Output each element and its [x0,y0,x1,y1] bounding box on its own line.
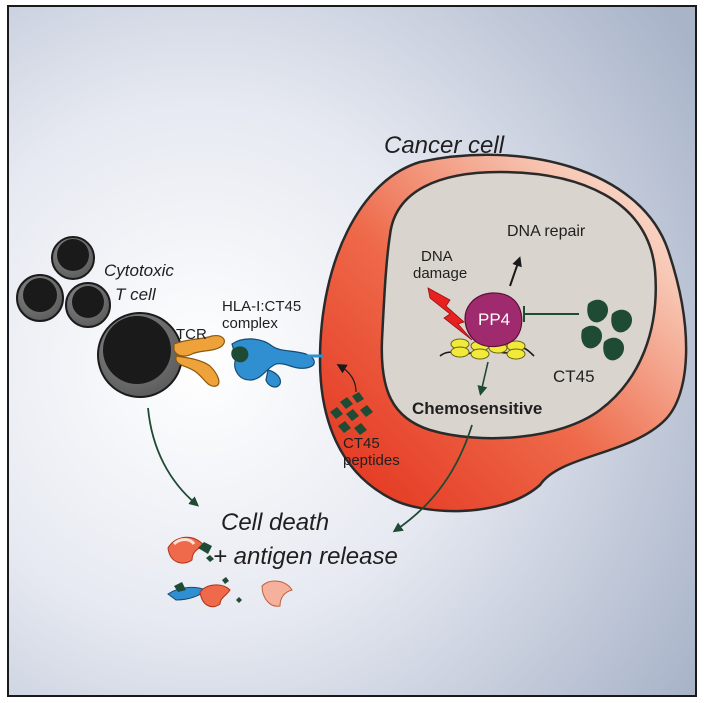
pp4-protein-icon [464,292,523,348]
peptide-export-arrow [336,363,357,393]
ct45-peptide-bound [231,346,249,363]
pp4-label: PP4 [478,310,510,329]
chemosensitive-label: Chemosensitive [412,399,542,418]
cytotoxic-label-line2: T cell [115,285,157,304]
hla-complex [231,338,323,388]
cancer-cell-label: Cancer cell [384,132,505,159]
lightning-icon [427,287,473,341]
dna-repair-arrow [509,256,522,287]
dna-damage-label-line1: DNA [421,248,453,265]
hla-label-line2: complex [222,315,278,332]
chemosensitive-arrow [477,361,489,396]
tcr-label: TCR [176,326,207,343]
cell-death-label-line1: Cell death [221,509,329,536]
dna-damage-label-line2: damage [413,265,467,282]
ct45-peptides-label-line2: peptides [343,452,400,469]
tcr-receptor [173,335,225,387]
chemo-death-arrow [392,424,473,533]
dna-repair-label: DNA repair [507,223,586,240]
ct45-label: CT45 [553,367,595,386]
ct45-peptides-label-line1: CT45 [343,435,380,452]
nucleus [380,170,657,440]
cytotoxic-label-line1: Cytotoxic [104,261,174,280]
cell-death-label-line2: + antigen release [213,543,398,570]
tcell-kill-arrow [147,407,200,507]
ct45-protein-icon [581,299,632,361]
t-cell-group [16,236,183,398]
hla-label-line1: HLA-I:CT45 [222,298,301,315]
cell-debris [167,536,293,608]
ct45-peptides-cluster [330,392,373,435]
